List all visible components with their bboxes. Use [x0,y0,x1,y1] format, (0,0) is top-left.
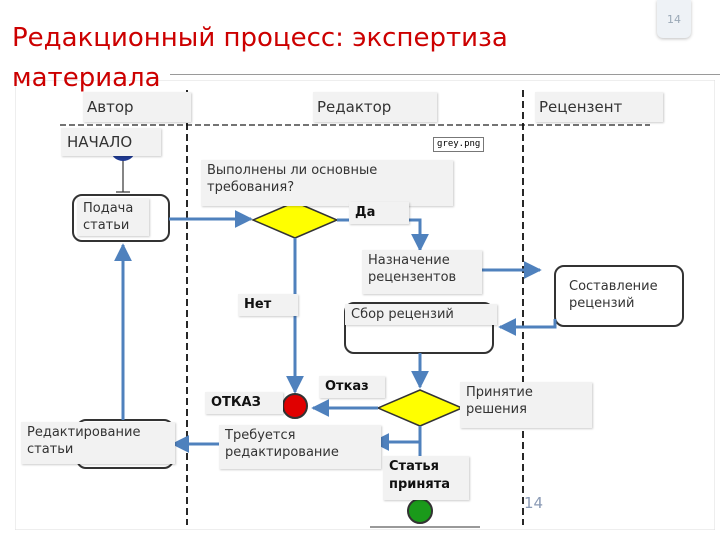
write-reviews-outline [554,265,684,327]
no-label: Нет [238,294,298,316]
needs-editing: Требуется редактирование [219,425,381,469]
yes-label: Да [349,202,409,224]
reject-arrow-label: Отказ [319,376,385,398]
reject-end-label: ОТКАЗ [205,392,283,414]
edit-article-label: Редактирование статьи [21,422,175,464]
arrow-reviews-to-collect [498,318,557,336]
write-reviews-label: Составление рецензий [569,279,658,311]
submit-label: Подача статьи [77,198,149,236]
footer-page-number: 14 [524,494,544,512]
lane-editor: Редактор [313,92,437,122]
reject-end-node [282,393,308,419]
slide-title: Редакционный процесс: экспертиза материа… [12,23,508,93]
image-placeholder-tag: grey.png [433,137,485,152]
lane-reviewer: Рецензент [535,92,663,122]
accept-end-node [407,498,433,524]
lane-author: Автор [83,92,191,122]
start-label: НАЧАЛО [61,128,161,156]
process-diagram: Автор Редактор Рецензент НАЧАЛО Подача с… [15,80,715,530]
decision-label: Принятие решения [460,382,592,428]
arrow-decision-to-editing [371,426,422,451]
collect-reviews-label: Сбор рецензий [345,304,497,325]
page-number-tab: 14 [657,0,691,38]
title-underline [170,74,720,75]
requirements-question: Выполнены ли основные требования? [201,160,453,206]
accepted-label: Статья принята [383,456,469,500]
assign-reviewers: Назначение рецензентов [362,250,482,294]
